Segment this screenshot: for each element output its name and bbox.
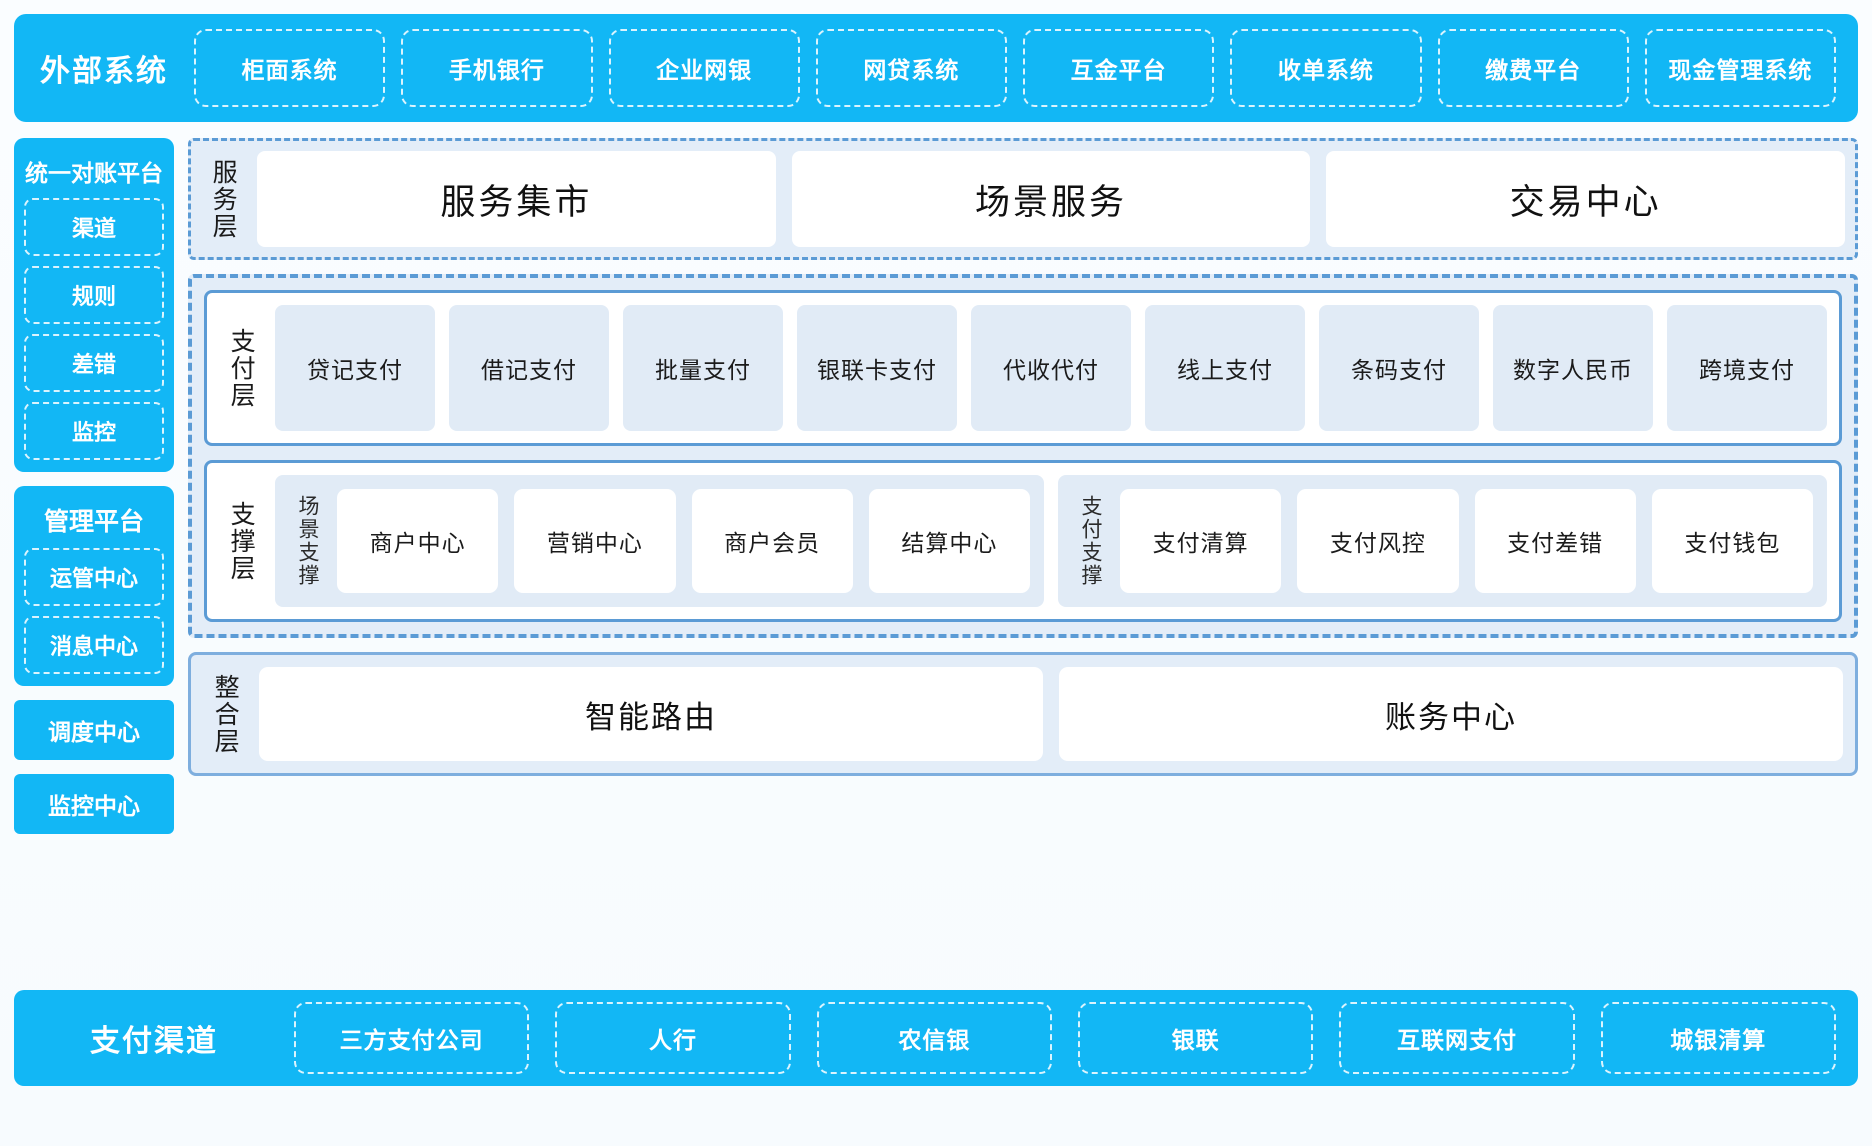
sidebar-item-monitoring-center[interactable]: 监控中心 bbox=[14, 774, 174, 834]
payment-layer-container: 支付层 贷记支付 借记支付 批量支付 银联卡支付 代收代付 线上支付 条码支付 … bbox=[204, 290, 1842, 446]
external-system-chip[interactable]: 互金平台 bbox=[1023, 29, 1215, 107]
payment-channel-chip[interactable]: 互联网支付 bbox=[1339, 1002, 1575, 1074]
support-card-payment-wallet[interactable]: 支付钱包 bbox=[1651, 489, 1813, 593]
support-layer-container: 支撑层 场景支撑 商户中心 营销中心 商户会员 结算中心 bbox=[204, 460, 1842, 622]
service-layer-row: 服务层 服务集市 场景服务 交易中心 bbox=[201, 151, 1846, 247]
service-card-transaction[interactable]: 交易中心 bbox=[1326, 151, 1846, 247]
sidebar-item-error[interactable]: 差错 bbox=[24, 334, 164, 392]
sidebar-item-message-center[interactable]: 消息中心 bbox=[24, 616, 164, 674]
external-system-chip[interactable]: 缴费平台 bbox=[1437, 29, 1629, 107]
service-layer-container: 服务层 服务集市 场景服务 交易中心 bbox=[188, 138, 1858, 260]
support-group-scenario: 场景支撑 商户中心 营销中心 商户会员 结算中心 bbox=[275, 475, 1044, 607]
payment-channel-chip[interactable]: 城银清算 bbox=[1600, 1002, 1836, 1074]
external-system-chip[interactable]: 网贷系统 bbox=[815, 29, 1007, 107]
payment-tile-credit[interactable]: 贷记支付 bbox=[275, 305, 435, 431]
support-card-payment-risk[interactable]: 支付风控 bbox=[1297, 489, 1459, 593]
management-platform-panel: 管理平台 运管中心 消息中心 bbox=[14, 486, 174, 686]
external-systems-list: 柜面系统 手机银行 企业网银 网贷系统 互金平台 收单系统 缴费平台 现金管理系… bbox=[194, 29, 1836, 107]
reconciliation-platform-title: 统一对账平台 bbox=[25, 160, 163, 186]
integration-layer-container: 整合层 智能路由 账务中心 bbox=[188, 652, 1858, 776]
service-layer-cards: 服务集市 场景服务 交易中心 bbox=[257, 151, 1846, 247]
payment-layer-label: 支付层 bbox=[227, 327, 256, 409]
support-card-merchant-center[interactable]: 商户中心 bbox=[337, 489, 499, 593]
integration-layer-label: 整合层 bbox=[211, 673, 240, 755]
support-card-payment-clearing[interactable]: 支付清算 bbox=[1120, 489, 1282, 593]
payment-channel-chip[interactable]: 银联 bbox=[1077, 1002, 1314, 1074]
payment-channel-chip[interactable]: 农信银 bbox=[816, 1002, 1052, 1074]
integration-card-smart-routing[interactable]: 智能路由 bbox=[259, 667, 1043, 761]
support-card-payment-error[interactable]: 支付差错 bbox=[1474, 489, 1636, 593]
sidebar-item-monitor[interactable]: 监控 bbox=[24, 402, 164, 460]
payment-tile-online[interactable]: 线上支付 bbox=[1145, 305, 1305, 431]
payment-tile-collection-payment[interactable]: 代收代付 bbox=[971, 305, 1131, 431]
support-card-merchant-member[interactable]: 商户会员 bbox=[691, 489, 853, 593]
payment-tile-digital-rmb[interactable]: 数字人民币 bbox=[1493, 305, 1653, 431]
support-layer-label: 支撑层 bbox=[227, 500, 256, 582]
external-system-chip[interactable]: 柜面系统 bbox=[194, 29, 386, 107]
service-card-marketplace[interactable]: 服务集市 bbox=[257, 151, 776, 247]
reconciliation-platform-panel: 统一对账平台 渠道 规则 差错 监控 bbox=[14, 138, 174, 472]
payment-tile-cross-border[interactable]: 跨境支付 bbox=[1667, 305, 1827, 431]
service-layer-label: 服务层 bbox=[209, 158, 238, 240]
integration-card-accounting-center[interactable]: 账务中心 bbox=[1059, 667, 1843, 761]
payment-layer-tiles: 贷记支付 借记支付 批量支付 银联卡支付 代收代付 线上支付 条码支付 数字人民… bbox=[275, 305, 1827, 431]
support-group-payment: 支付支撑 支付清算 支付风控 支付差错 支付钱包 bbox=[1058, 475, 1827, 607]
payment-channels-bar: 支付渠道 三方支付公司 人行 农信银 银联 互联网支付 城银清算 bbox=[14, 990, 1858, 1086]
support-group-payment-label: 支付支撑 bbox=[1079, 495, 1103, 587]
payment-tile-batch[interactable]: 批量支付 bbox=[623, 305, 783, 431]
sidebar-item-scheduling-center[interactable]: 调度中心 bbox=[14, 700, 174, 760]
sidebar-item-channel[interactable]: 渠道 bbox=[24, 198, 164, 256]
payment-tile-barcode[interactable]: 条码支付 bbox=[1319, 305, 1479, 431]
payment-layer-row: 支付层 贷记支付 借记支付 批量支付 银联卡支付 代收代付 线上支付 条码支付 … bbox=[219, 305, 1827, 431]
external-system-chip[interactable]: 收单系统 bbox=[1230, 29, 1422, 107]
support-layer-row: 支撑层 场景支撑 商户中心 营销中心 商户会员 结算中心 bbox=[219, 475, 1827, 607]
payment-channels-title: 支付渠道 bbox=[90, 1025, 218, 1058]
payment-tile-debit[interactable]: 借记支付 bbox=[449, 305, 609, 431]
payment-channel-chip[interactable]: 人行 bbox=[555, 1002, 791, 1074]
support-group-payment-cards: 支付清算 支付风控 支付差错 支付钱包 bbox=[1120, 489, 1813, 593]
support-card-settlement-center[interactable]: 结算中心 bbox=[868, 489, 1030, 593]
external-system-chip[interactable]: 企业网银 bbox=[608, 29, 800, 107]
support-layer-groups: 场景支撑 商户中心 营销中心 商户会员 结算中心 支付支撑 bbox=[275, 475, 1827, 607]
middle-region: 统一对账平台 渠道 规则 差错 监控 管理平台 运管中心 消息中心 调度中心 监… bbox=[14, 138, 1858, 974]
support-card-marketing-center[interactable]: 营销中心 bbox=[514, 489, 676, 593]
external-system-chip[interactable]: 现金管理系统 bbox=[1644, 29, 1836, 107]
management-platform-title: 管理平台 bbox=[43, 508, 144, 536]
external-systems-title: 外部系统 bbox=[40, 55, 168, 88]
sidebar-item-operations-center[interactable]: 运管中心 bbox=[24, 548, 164, 606]
sidebar-item-rule[interactable]: 规则 bbox=[24, 266, 164, 324]
support-group-scenario-cards: 商户中心 营销中心 商户会员 结算中心 bbox=[337, 489, 1030, 593]
external-system-chip[interactable]: 手机银行 bbox=[401, 29, 593, 107]
core-layers-container: 支付层 贷记支付 借记支付 批量支付 银联卡支付 代收代付 线上支付 条码支付 … bbox=[188, 274, 1858, 638]
external-systems-bar: 外部系统 柜面系统 手机银行 企业网银 网贷系统 互金平台 收单系统 缴费平台 … bbox=[14, 14, 1858, 122]
service-card-scenario[interactable]: 场景服务 bbox=[791, 151, 1311, 247]
payment-tile-unionpay-card[interactable]: 银联卡支付 bbox=[797, 305, 957, 431]
support-group-scenario-label: 场景支撑 bbox=[296, 495, 320, 587]
left-sidebar: 统一对账平台 渠道 规则 差错 监控 管理平台 运管中心 消息中心 调度中心 监… bbox=[14, 138, 174, 834]
payment-channels-list: 三方支付公司 人行 农信银 银联 互联网支付 城银清算 bbox=[294, 1002, 1836, 1074]
layers-column: 服务层 服务集市 场景服务 交易中心 支付层 贷记支付 bbox=[188, 138, 1858, 776]
payment-channel-chip[interactable]: 三方支付公司 bbox=[294, 1002, 530, 1074]
integration-layer-cards: 智能路由 账务中心 bbox=[259, 667, 1843, 761]
